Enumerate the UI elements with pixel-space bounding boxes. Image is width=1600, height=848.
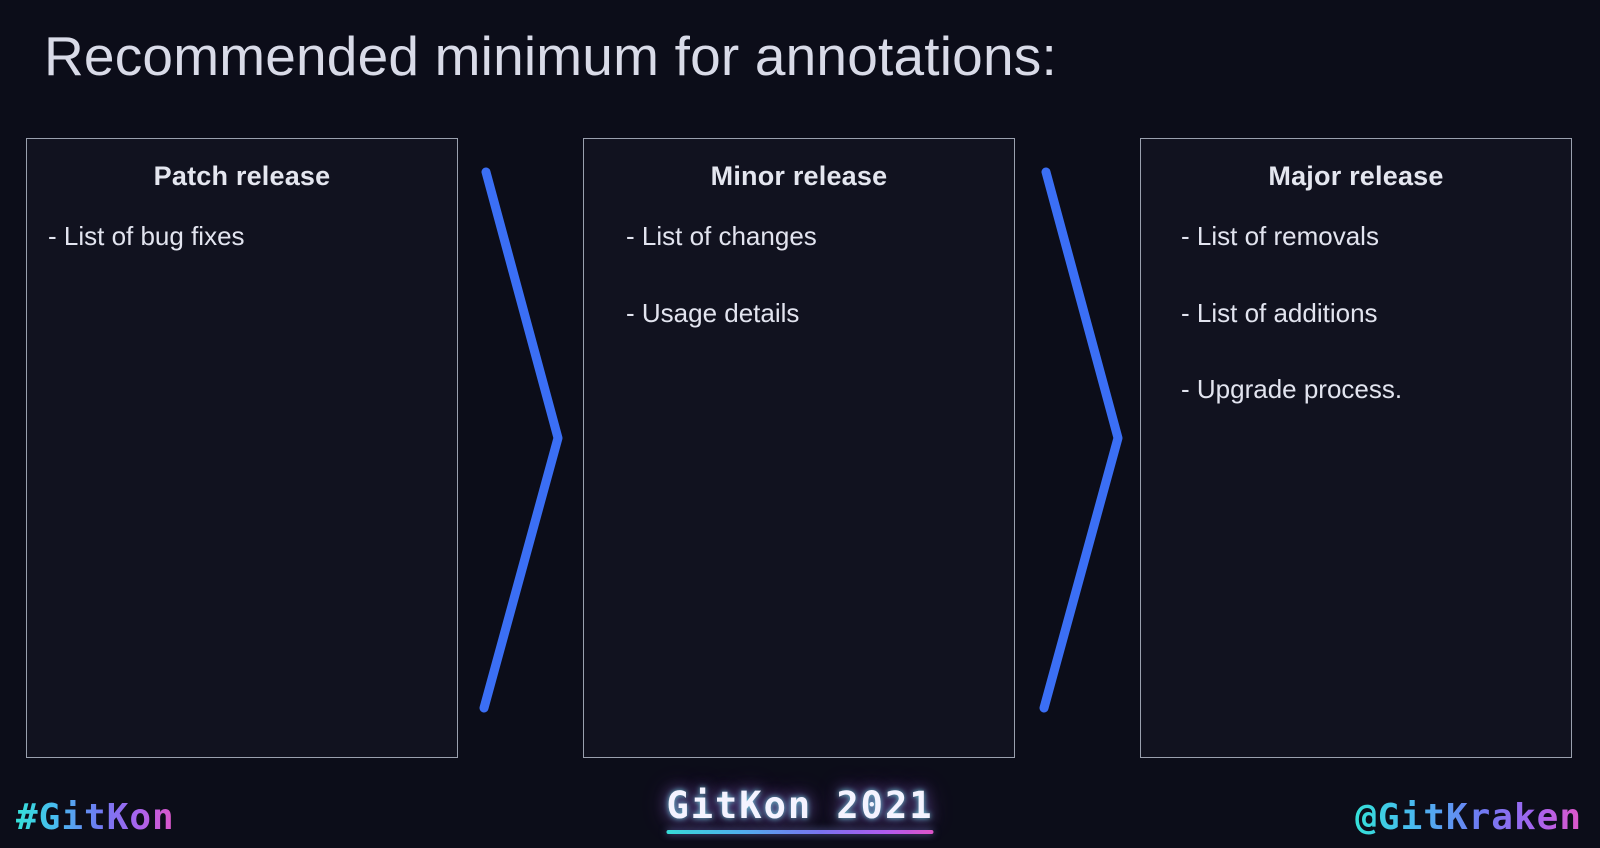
footer-handle: @GitKraken (1355, 797, 1582, 838)
footer-underline-accent (666, 830, 934, 834)
release-cards-row: Patch release - List of bug fixes Minor … (0, 138, 1600, 758)
card-heading: Minor release (710, 161, 888, 191)
card-minor-release: Minor release - List of changes - Usage … (583, 138, 1015, 758)
list-item: - List of additions (1181, 297, 1378, 328)
list-item: - List of bug fixes (48, 221, 245, 251)
card-item-list: - List of bug fixes (45, 220, 439, 253)
card-heading: Major release (1268, 161, 1444, 191)
list-item: - List of removals (1181, 221, 1379, 251)
footer-event-name: GitKon 2021 (666, 784, 934, 827)
list-item: - List of changes (626, 221, 817, 251)
footer-hashtag: #GitKon (16, 797, 175, 838)
card-patch-release: Patch release - List of bug fixes (26, 138, 458, 758)
card-item-list: - List of removals - List of additions -… (1159, 220, 1553, 406)
footer-event-branding: GitKon 2021 (666, 784, 934, 834)
card-major-release: Major release - List of removals - List … (1140, 138, 1572, 758)
card-item-list: - List of changes - Usage details (602, 220, 996, 329)
card-heading: Patch release (153, 161, 331, 191)
list-item: - Upgrade process. (1181, 374, 1403, 404)
page-title: Recommended minimum for annotations: (44, 25, 1057, 87)
list-item: - Usage details (626, 297, 800, 328)
